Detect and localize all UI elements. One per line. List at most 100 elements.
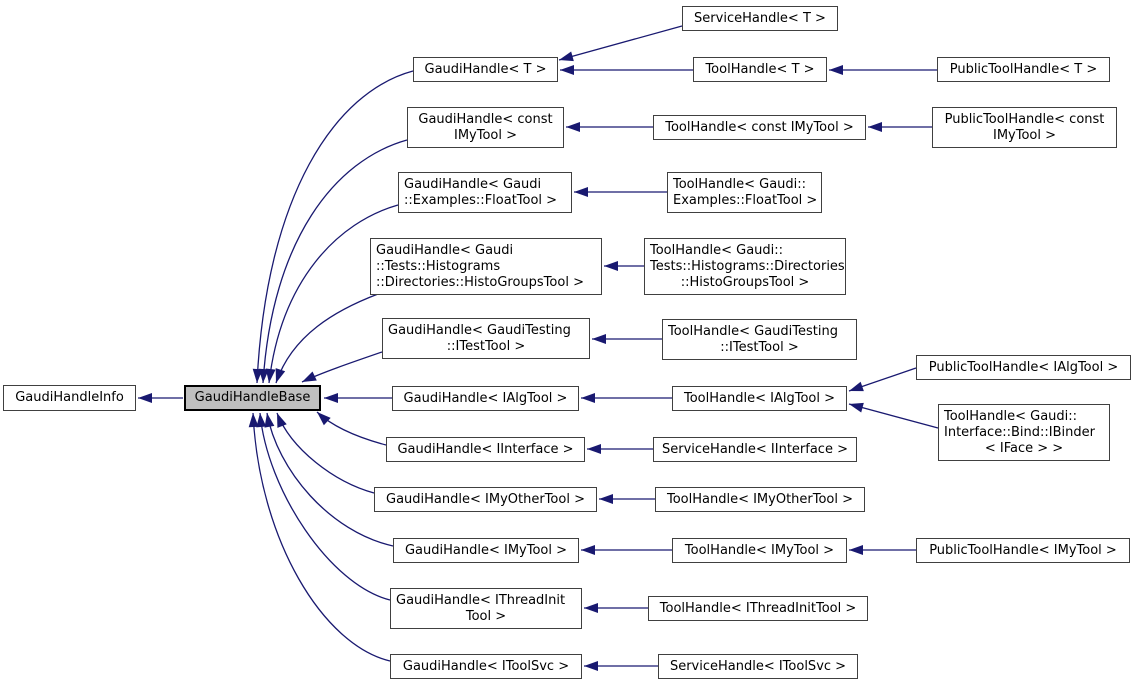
node-tool-handle-floattool[interactable]: ToolHandle< Gaudi::Examples::FloatTool >	[667, 172, 822, 213]
node-label: PublicToolHandle< const	[944, 111, 1105, 127]
node-public-tool-handle-imytool[interactable]: PublicToolHandle< IMyTool >	[916, 538, 1130, 563]
node-gaudi-handle-t[interactable]: GaudiHandle< T >	[413, 57, 558, 82]
arrowhead	[829, 65, 843, 75]
node-tool-handle-ithreadinittool[interactable]: ToolHandle< IThreadInitTool >	[648, 596, 868, 621]
node-tool-handle-itesttool[interactable]: ToolHandle< GaudiTesting::ITestTool >	[662, 319, 857, 360]
arrowhead	[324, 393, 338, 403]
node-label: ::Directories::HistoGroupsTool >	[376, 274, 584, 290]
edge-gaudi-handle-const-imytool--gaudi-handle-base	[262, 139, 408, 384]
arrowhead	[256, 413, 267, 428]
arrowhead	[258, 368, 269, 383]
node-label: ToolHandle< const IMyTool >	[665, 119, 854, 135]
edge-service-handle-t--gaudi-handle-t	[558, 25, 683, 61]
arrowhead	[581, 393, 595, 403]
arrowhead	[587, 444, 601, 454]
node-label: ToolHandle< T >	[705, 61, 815, 77]
node-label: ToolHandle< IThreadInitTool >	[659, 600, 857, 616]
arrowhead	[849, 381, 864, 392]
node-gaudi-handle-iinterface[interactable]: GaudiHandle< IInterface >	[386, 437, 585, 462]
arrowhead	[592, 334, 606, 344]
node-tool-handle-t[interactable]: ToolHandle< T >	[693, 57, 827, 82]
node-label: GaudiHandle< IAlgTool >	[403, 390, 568, 406]
node-label: Interface::Bind::IBinder	[944, 424, 1095, 440]
node-label: ::HistoGroupsTool >	[680, 274, 810, 290]
arrowhead	[277, 413, 287, 428]
node-label: ToolHandle< Gaudi::	[673, 176, 807, 192]
arrowhead	[604, 261, 618, 271]
node-service-handle-t[interactable]: ServiceHandle< T >	[682, 6, 838, 31]
node-label: GaudiHandle< IMyOtherTool >	[386, 491, 585, 507]
node-tool-handle-imytool[interactable]: ToolHandle< IMyTool >	[672, 538, 847, 563]
node-gaudi-handle-ialgtool[interactable]: GaudiHandle< IAlgTool >	[392, 386, 579, 411]
node-gaudi-handle-info[interactable]: GaudiHandleInfo	[3, 385, 136, 411]
node-label: GaudiHandle< Gaudi	[404, 176, 542, 192]
node-label: GaudiHandleInfo	[15, 390, 124, 405]
node-label: ToolHandle< IAlgTool >	[684, 390, 835, 406]
arrowhead	[581, 545, 595, 555]
arrowhead	[560, 65, 574, 75]
node-label: GaudiHandle< GaudiTesting	[388, 322, 571, 338]
node-label: ServiceHandle< IToolSvc >	[669, 658, 847, 674]
node-gaudi-handle-base: GaudiHandleBase	[184, 385, 321, 411]
node-label: ServiceHandle< IInterface >	[662, 441, 848, 457]
arrowhead	[302, 371, 317, 382]
node-label: Tool >	[465, 608, 507, 624]
node-label: GaudiHandle< Gaudi	[376, 242, 514, 258]
arrowhead	[849, 545, 863, 555]
node-label: ToolHandle< Gaudi::	[650, 242, 784, 258]
node-gaudi-handle-itesttool[interactable]: GaudiHandle< GaudiTesting::ITestTool >	[382, 318, 590, 359]
arrowhead	[868, 122, 882, 132]
arrowhead	[265, 368, 276, 383]
node-label: IMyTool >	[453, 127, 518, 143]
edge-gaudi-handle-ithreadinittool--gaudi-handle-base	[259, 412, 391, 601]
edge-gaudi-handle-histogroupstool--gaudi-handle-base	[275, 293, 379, 384]
edge-gaudi-handle-imytool--gaudi-handle-base	[266, 412, 394, 547]
node-label: PublicToolHandle< IAlgTool >	[928, 359, 1119, 375]
arrowhead	[584, 603, 598, 613]
node-label: ::Examples::FloatTool >	[404, 192, 558, 208]
node-label: IMyTool >	[992, 127, 1057, 143]
node-label: ToolHandle< GaudiTesting	[668, 323, 838, 339]
node-public-tool-handle-t[interactable]: PublicToolHandle< T >	[937, 57, 1110, 82]
edge-tool-handle-ibinder--tool-handle-ialgtool	[848, 403, 939, 429]
node-label: ToolHandle< Gaudi::	[944, 408, 1078, 424]
node-label: ServiceHandle< T >	[694, 10, 826, 26]
node-tool-handle-ialgtool[interactable]: ToolHandle< IAlgTool >	[672, 386, 847, 411]
node-gaudi-handle-imytool[interactable]: GaudiHandle< IMyTool >	[393, 538, 579, 563]
node-label: PublicToolHandle< T >	[949, 61, 1098, 77]
arrowhead	[264, 413, 275, 428]
arrowhead	[599, 494, 613, 504]
node-public-tool-handle-ialgtool[interactable]: PublicToolHandle< IAlgTool >	[916, 355, 1131, 380]
node-tool-handle-const-imytool[interactable]: ToolHandle< const IMyTool >	[653, 115, 866, 140]
node-gaudi-handle-histogroupstool[interactable]: GaudiHandle< Gaudi::Tests::Histograms::D…	[370, 238, 602, 295]
node-label: GaudiHandle< IInterface >	[397, 441, 574, 457]
node-gaudi-handle-itoolsvc[interactable]: GaudiHandle< IToolSvc >	[390, 654, 582, 679]
node-label: ::Tests::Histograms	[376, 258, 501, 274]
edge-gaudi-handle-imyothertool--gaudi-handle-base	[276, 412, 375, 494]
node-label: PublicToolHandle< IMyTool >	[929, 542, 1117, 558]
arrowhead	[566, 122, 580, 132]
edge-gaudi-handle-floattool--gaudi-handle-base	[268, 204, 399, 384]
node-gaudi-handle-floattool[interactable]: GaudiHandle< Gaudi::Examples::FloatTool …	[398, 172, 572, 213]
arrowhead	[275, 368, 286, 383]
node-label: ::ITestTool >	[446, 338, 526, 354]
edge-gaudi-handle-itoolsvc--gaudi-handle-base	[252, 412, 391, 662]
arrowhead	[584, 661, 598, 671]
node-tool-handle-ibinder[interactable]: ToolHandle< Gaudi::Interface::Bind::IBin…	[938, 404, 1110, 461]
node-service-handle-iinterface[interactable]: ServiceHandle< IInterface >	[653, 437, 857, 462]
node-label: Examples::FloatTool >	[673, 192, 818, 208]
node-tool-handle-histogroupstool[interactable]: ToolHandle< Gaudi::Tests::Histograms::Di…	[644, 238, 846, 295]
node-gaudi-handle-imyothertool[interactable]: GaudiHandle< IMyOtherTool >	[374, 487, 597, 512]
node-label: GaudiHandle< IToolSvc >	[402, 658, 570, 674]
edge-gaudi-handle-t--gaudi-handle-base	[256, 70, 414, 384]
node-label: Tests::Histograms::Directories	[650, 258, 845, 274]
arrowhead	[574, 187, 588, 197]
node-service-handle-itoolsvc[interactable]: ServiceHandle< IToolSvc >	[658, 654, 858, 679]
node-label: GaudiHandle< T >	[424, 61, 547, 77]
node-tool-handle-imyothertool[interactable]: ToolHandle< IMyOtherTool >	[655, 487, 865, 512]
